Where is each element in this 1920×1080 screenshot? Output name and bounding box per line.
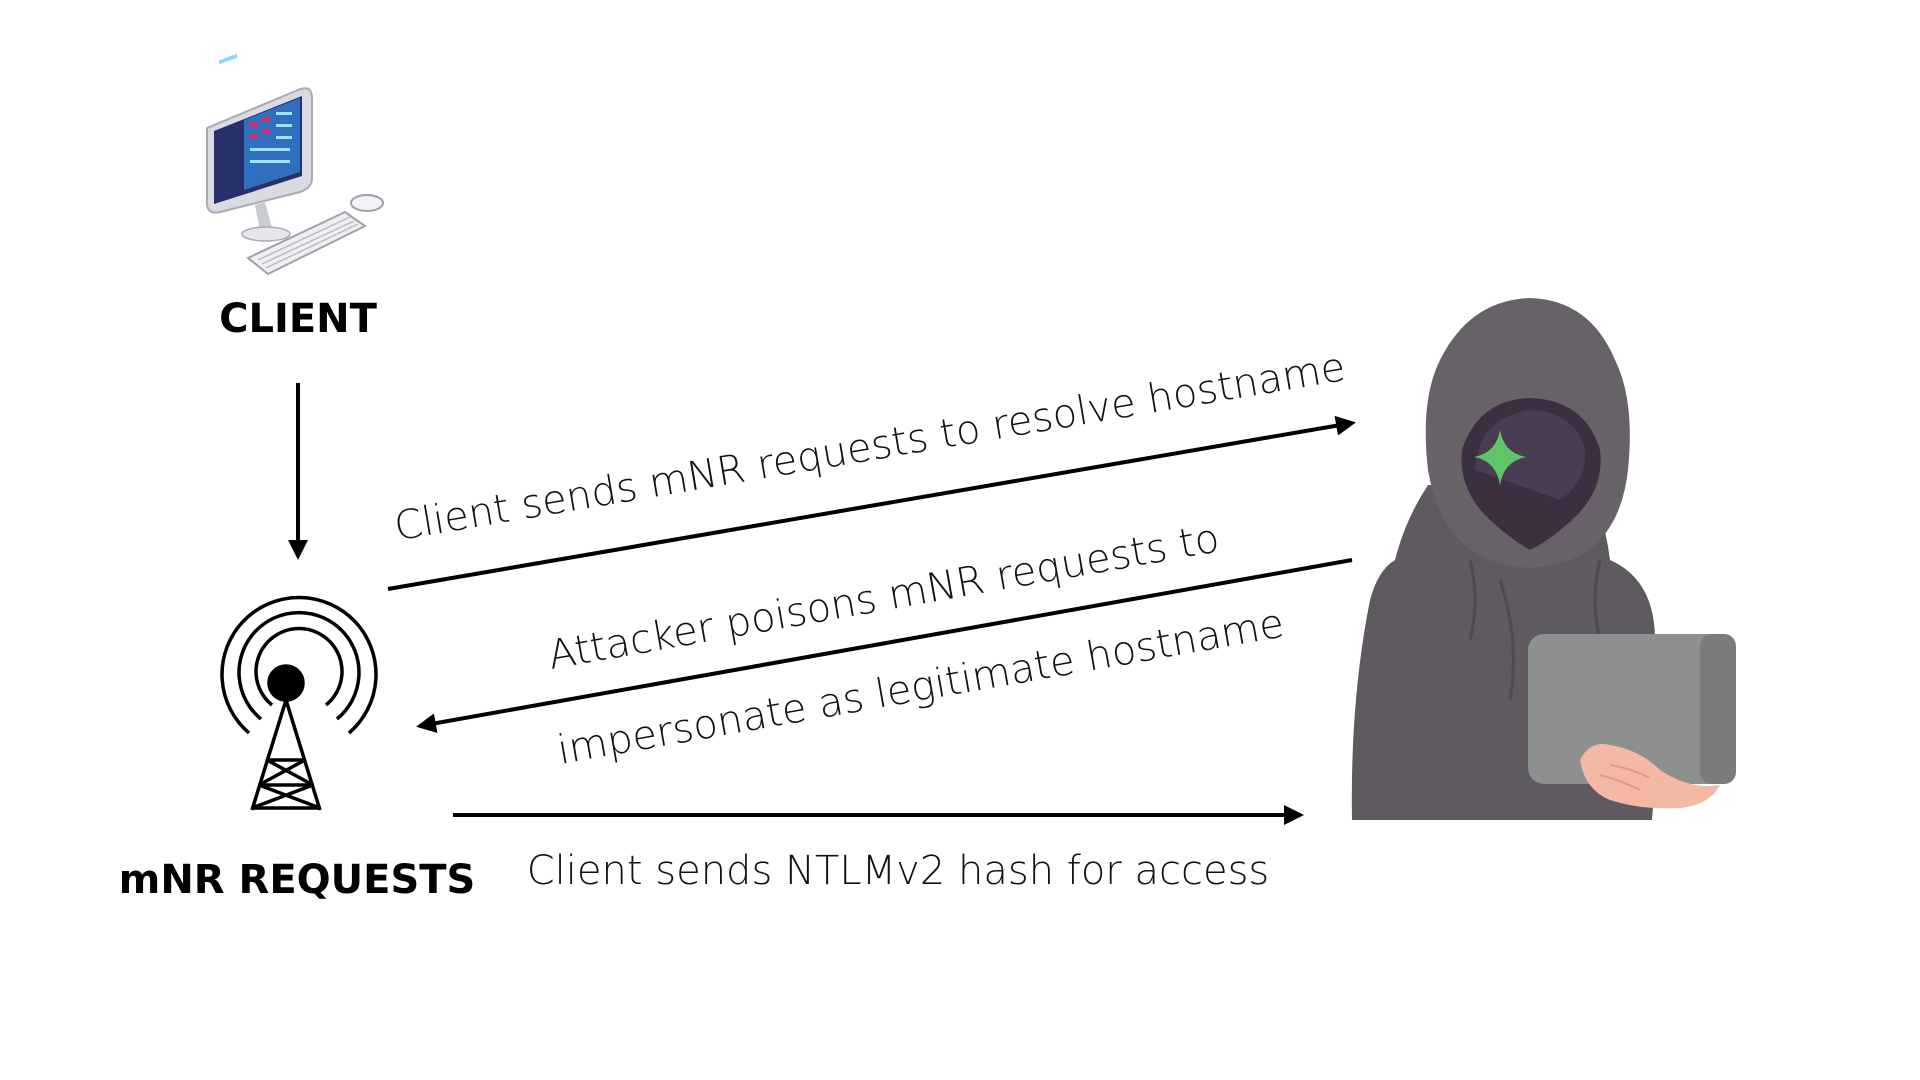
attacker-node	[1351, 298, 1736, 820]
hash-label: Client sends NTLMv2 hash for access	[527, 848, 1270, 894]
client-label: CLIENT	[219, 296, 378, 342]
poison-arrow	[416, 558, 1353, 734]
radio-tower-icon	[220, 595, 378, 811]
requests-node: mNR REQUESTS	[119, 595, 476, 903]
requests-label: mNR REQUESTS	[119, 857, 476, 903]
hash-edge: Client sends NTLMv2 hash for access	[453, 805, 1304, 894]
client-node: CLIENT	[206, 53, 384, 342]
poison-edge: Attacker poisons mNR requests to imperso…	[416, 515, 1353, 774]
desktop-computer-icon	[206, 53, 384, 276]
resolve-arrow	[387, 415, 1356, 591]
hooded-hacker-icon	[1351, 298, 1736, 820]
